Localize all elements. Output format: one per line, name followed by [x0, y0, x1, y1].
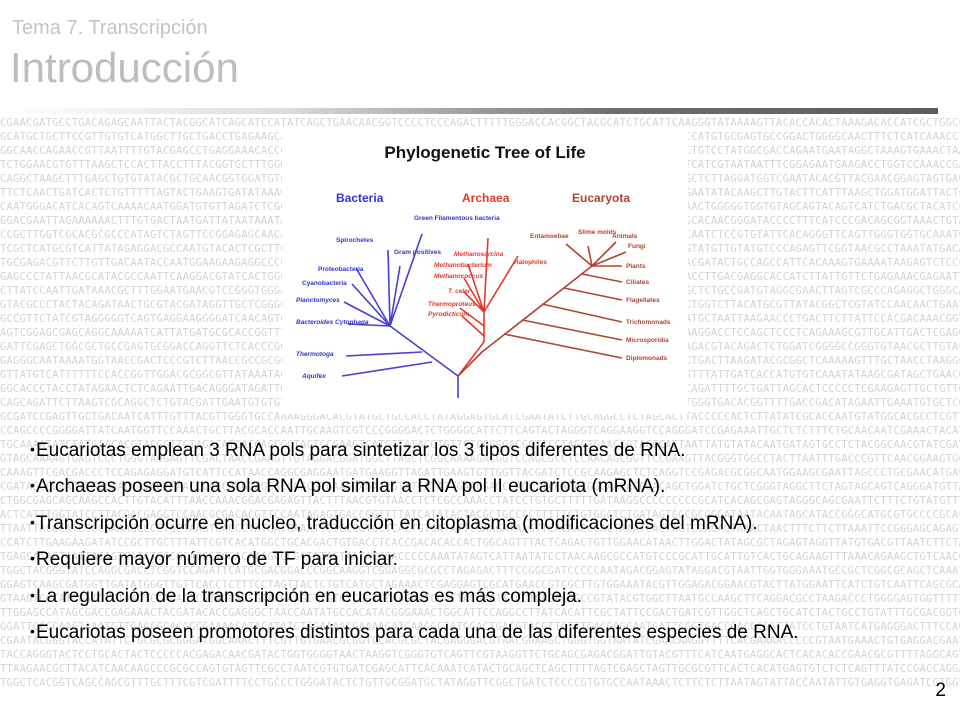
bullet-text: La regulación de la transcripción en euc… [36, 585, 583, 607]
eucaryota-branches [457, 241, 627, 377]
label-flagellates: Flagellates [626, 297, 660, 304]
label-aquifex: Aquifex [301, 373, 326, 380]
bullet-item: •Transcripción ocurre en nucleo, traducc… [30, 505, 950, 541]
label-slime-molds: Slime molds [578, 229, 617, 236]
archaea-branches [457, 237, 519, 377]
bullet-item: •Requiere mayor número de TF para inicia… [30, 541, 950, 577]
title-divider [8, 108, 938, 114]
label-microsporidia: Microsporidia [626, 337, 669, 344]
bullet-item: •Eucariotas poseen promotores distintos … [30, 614, 950, 650]
label-methanosarcina: Methanosarcina [454, 251, 504, 258]
label-planctomyces: Planctomyces [296, 297, 340, 304]
label-t-celer: T. celer [448, 288, 471, 295]
bullet-marker: • [30, 513, 35, 530]
bullet-list: •Eucariotas emplean 3 RNA pols para sint… [30, 432, 950, 650]
bullet-text: Eucariotas poseen promotores distintos p… [36, 622, 799, 644]
bullet-marker: • [30, 623, 35, 640]
bullet-item: •Eucariotas emplean 3 RNA pols para sint… [30, 432, 950, 468]
label-proteobacteria: Proteobacteria [318, 266, 364, 273]
label-diplomonads: Diplomonads [626, 355, 668, 362]
label-cyanobacteria: Cyanobacteria [302, 280, 347, 287]
figure-title: Phylogenetic Tree of Life [384, 143, 585, 162]
bullet-marker: • [30, 586, 35, 603]
bullet-item: •Archaeas poseen una sola RNA pol simila… [30, 468, 950, 504]
label-methanococcus: Methanococcus [434, 273, 484, 280]
bullet-text: Requiere mayor número de TF para iniciar… [36, 549, 398, 571]
label-plants: Plants [626, 263, 646, 270]
label-methanobacterium: Methanobacterium [434, 262, 492, 269]
slide-subtitle: Tema 7. Transcripción [12, 17, 208, 39]
label-halophiles: Halophiles [514, 259, 547, 266]
label-green-filamentous: Green Filamentous bacteria [414, 215, 500, 222]
label-bacteroides: Bacteroides Cytophaga [296, 319, 369, 326]
label-thermoproteus: Thermoproteus [428, 301, 476, 308]
bullet-marker: • [30, 477, 35, 494]
svg-text:Green Filamentous bacteria: Green Filamentous bacteria [414, 215, 500, 222]
domain-label-archaea: Archaea [462, 191, 510, 205]
label-gram-positives: Gram positives [394, 249, 441, 256]
bullet-marker: • [30, 441, 35, 457]
page-number: 2 [935, 680, 946, 701]
label-animals: Animals [612, 233, 638, 240]
bullet-item: •La regulación de la transcripción en eu… [30, 578, 950, 614]
slide-title: Introducción [10, 44, 239, 91]
phylogenetic-tree-figure: Phylogenetic Tree of Life Bacteria Archa… [282, 126, 688, 414]
domain-label-eucaryota: Eucaryota [572, 191, 630, 205]
label-trichomonads: Trichomonads [626, 319, 671, 326]
label-fungi: Fungi [628, 243, 646, 250]
label-spirochetes: Spirochetes [336, 237, 374, 244]
label-entamoebae: Entamoebae [530, 233, 569, 240]
bullet-text: Archaeas poseen una sola RNA pol similar… [36, 476, 666, 498]
bacteria-branches [341, 233, 459, 398]
phylogenetic-tree-diagram: Phylogenetic Tree of Life Bacteria Archa… [296, 143, 671, 398]
label-thermotoga: Thermotoga [296, 351, 334, 358]
bullet-text: Eucariotas emplean 3 RNA pols para sinte… [36, 440, 686, 461]
bullet-marker: • [30, 550, 35, 567]
label-pyrodicticum: Pyrodicticum [428, 311, 469, 318]
domain-label-bacteria: Bacteria [336, 191, 384, 205]
label-ciliates: Ciliates [626, 279, 650, 286]
bullet-text: Transcripción ocurre en nucleo, traducci… [36, 512, 758, 534]
